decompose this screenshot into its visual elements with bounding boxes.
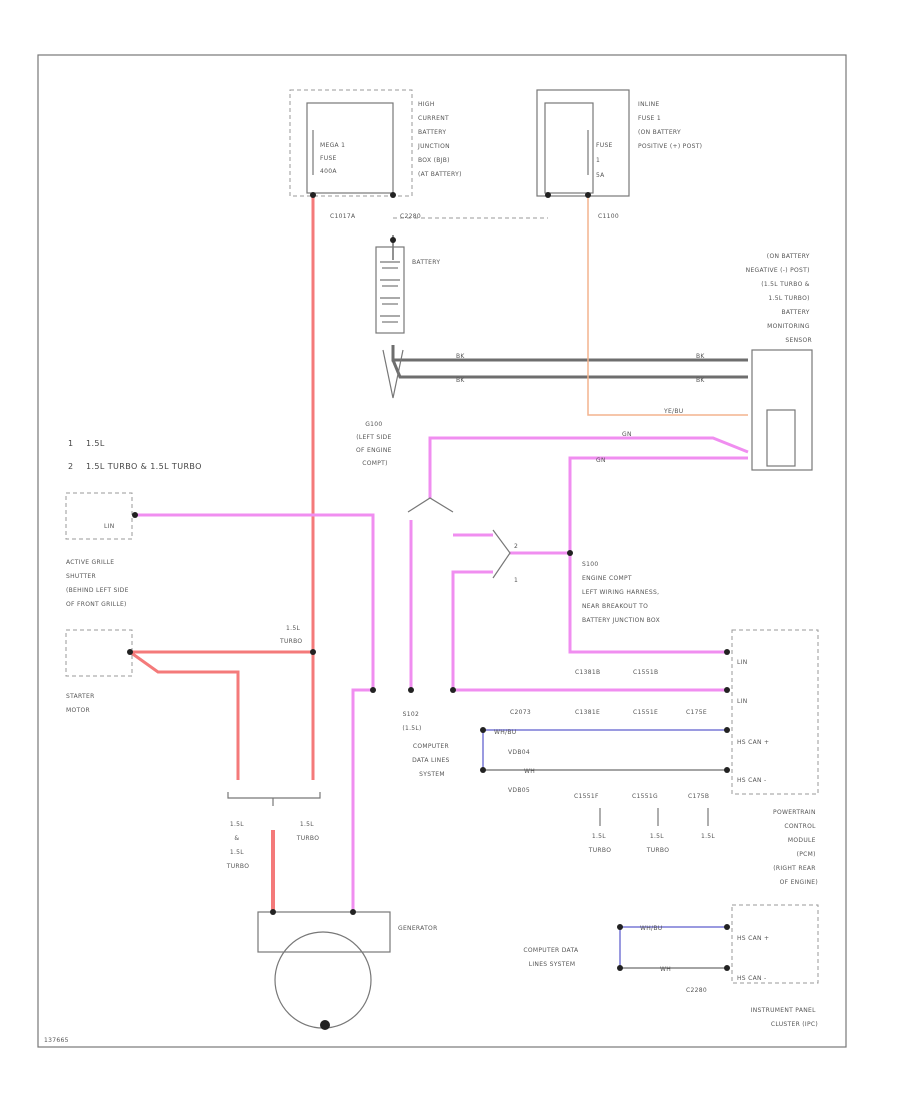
ipc-box bbox=[731, 904, 819, 984]
wire-color-bk-2: BK bbox=[456, 377, 465, 384]
generator-symbol bbox=[274, 931, 372, 1029]
wire-color-wh-bu-2: WH/BU bbox=[640, 925, 662, 932]
connector-c1551b: C1551B bbox=[633, 669, 658, 676]
labels: 1 1.5L 2 1.5L TURBO & 1.5L TURBO HIGH CU… bbox=[44, 101, 818, 1044]
cdl-1-label: COMPUTER DATA LINES SYSTEM bbox=[412, 743, 452, 778]
mega-fuse-box bbox=[306, 102, 394, 194]
switch-top bbox=[407, 497, 454, 513]
lin-wire-grille bbox=[135, 513, 375, 690]
mega-fuse-label: MEGA 1 FUSE 400A bbox=[320, 142, 347, 175]
wire-color-gn: GN bbox=[622, 431, 632, 438]
fuse-1-label: FUSE 1 5A bbox=[596, 142, 615, 179]
battery-symbol bbox=[375, 246, 405, 334]
connector-c1381b: C1381B bbox=[575, 669, 600, 676]
connector-c2280-top: C2280 bbox=[400, 213, 421, 220]
lin-wire-top bbox=[428, 436, 749, 498]
ipc-label: INSTRUMENT PANEL CLUSTER (IPC) bbox=[751, 1007, 818, 1028]
legend-text-1: 1.5L bbox=[86, 439, 105, 448]
connector-c1750b: C175B bbox=[688, 793, 709, 800]
pcm-box bbox=[731, 629, 819, 795]
starter-box bbox=[65, 629, 133, 677]
diagram-frame bbox=[37, 54, 847, 1048]
x-bracket bbox=[227, 792, 321, 799]
wire-color-gn-2: GN bbox=[596, 457, 606, 464]
g100-label: G100 (LEFT SIDE OF ENGINE COMPT) bbox=[356, 421, 394, 467]
battery-label: BATTERY bbox=[412, 259, 440, 266]
power-wire-starter-bottom bbox=[129, 650, 240, 780]
connector-c1381e: C1381E bbox=[575, 709, 600, 716]
lin-wire-generator bbox=[351, 688, 373, 912]
engine-label-x-turbo: 1.5L TURBO bbox=[296, 821, 319, 842]
figure-id: 137665 bbox=[44, 1037, 69, 1044]
s102-label: S102 (1.5L) bbox=[402, 711, 421, 732]
connector-c1017a: C1017A bbox=[330, 213, 356, 220]
pin-hs-can-minus: HS CAN - bbox=[737, 777, 766, 784]
connector-c1750: C175E bbox=[686, 709, 707, 716]
pcm-label: POWERTRAIN CONTROL MODULE (PCM) (RIGHT R… bbox=[773, 809, 818, 886]
s100-label: S100 ENGINE COMPT LEFT WIRING HARNESS, N… bbox=[582, 561, 662, 624]
connector-c2073: C2073 bbox=[510, 709, 531, 716]
lin-wire-splice-2 bbox=[451, 570, 493, 690]
ipc-can-plus-wire bbox=[619, 926, 727, 968]
ground-wire-1 bbox=[391, 345, 748, 362]
pin-lin-grille: LIN bbox=[104, 523, 115, 530]
grille-box bbox=[65, 492, 133, 540]
bms-label: (ON BATTERY NEGATIVE (-) POST) (1.5L TUR… bbox=[746, 253, 812, 344]
switch-pin-1: 1 bbox=[514, 577, 518, 584]
inline-fuse-label: INLINE FUSE 1 (ON BATTERY POSITIVE (+) P… bbox=[638, 101, 702, 150]
connector-c1551e: C1551E bbox=[633, 709, 658, 716]
legend-text-2: 1.5L TURBO & 1.5L TURBO bbox=[86, 462, 202, 471]
engine-label-x-15-and-turbo: 1.5L & 1.5L TURBO bbox=[226, 821, 249, 870]
wire-color-bk-1: BK bbox=[456, 353, 465, 360]
pin-hs-can-plus: HS CAN + bbox=[737, 739, 769, 746]
components bbox=[65, 89, 819, 1029]
wire-color-bk-4: BK bbox=[696, 377, 705, 384]
connector-vdb05: VDB05 bbox=[508, 787, 530, 794]
grille-label: ACTIVE GRILLE SHUTTER (BEHIND LEFT SIDE … bbox=[66, 559, 131, 608]
wire-color-wh-bu-1: WH/BU bbox=[494, 729, 516, 736]
engine-label-pcm-a: 1.5L TURBO bbox=[588, 833, 611, 854]
ground-symbol bbox=[382, 349, 404, 399]
connector-c1100: C1100 bbox=[598, 213, 619, 220]
legend-num-2: 2 bbox=[68, 462, 74, 471]
pin-lin-pcm-b: LIN bbox=[737, 698, 748, 705]
generator-label: GENERATOR bbox=[398, 925, 438, 932]
cdl-2-label: COMPUTER DATA LINES SYSTEM bbox=[523, 947, 580, 968]
connector-c2280-ipc: C2280 bbox=[686, 987, 707, 994]
starter-label: STARTER MOTOR bbox=[66, 693, 97, 714]
sense-wire bbox=[587, 195, 748, 416]
pin-ipc-can-plus: HS CAN + bbox=[737, 935, 769, 942]
wire-color-wh-2: WH bbox=[660, 966, 671, 973]
generator-box bbox=[257, 911, 391, 953]
connector-c1551f: C1551F bbox=[574, 793, 599, 800]
bms-box bbox=[751, 349, 813, 471]
junction-dots bbox=[127, 192, 730, 1030]
lin-wire-s100 bbox=[568, 456, 748, 654]
pin-ipc-can-minus: HS CAN - bbox=[737, 975, 766, 982]
switch-right bbox=[492, 529, 511, 579]
connector-vdb04: VDB04 bbox=[508, 749, 530, 756]
switch-pin-2: 2 bbox=[514, 543, 518, 550]
inline-fuse-box bbox=[544, 102, 594, 194]
wire-color-ye-bu: YE/BU bbox=[663, 408, 684, 415]
engine-label-pcm-b: 1.5L TURBO bbox=[646, 833, 669, 854]
wire-color-wh: WH bbox=[524, 768, 535, 775]
inline-fuse-outline bbox=[536, 89, 630, 197]
ground-wire-2 bbox=[391, 359, 748, 379]
engine-label-turbo-a: 1.5L TURBO bbox=[279, 625, 302, 645]
legend-num-1: 1 bbox=[68, 439, 74, 448]
bms-inner bbox=[766, 409, 796, 467]
hcbjb-outline bbox=[289, 89, 413, 197]
hcbjb-label: HIGH CURRENT BATTERY JUNCTION BOX (BJB) … bbox=[417, 101, 462, 178]
connector-c1551g: C1551G bbox=[632, 793, 658, 800]
wire-color-bk-3: BK bbox=[696, 353, 705, 360]
pin-lin-pcm-a: LIN bbox=[737, 659, 748, 666]
engine-label-pcm-c: 1.5L bbox=[701, 833, 715, 840]
